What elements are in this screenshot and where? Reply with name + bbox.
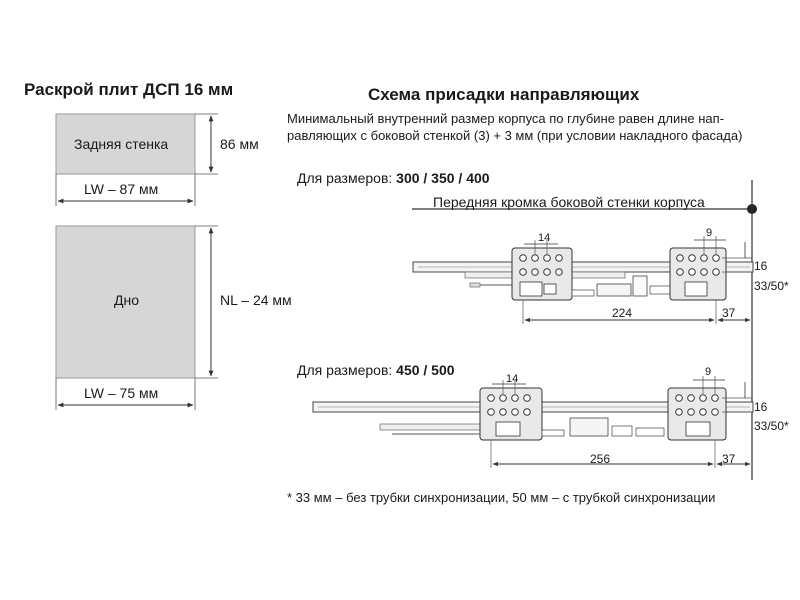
drilling-description: Минимальный внутренний размер корпуса по…: [287, 111, 743, 143]
back-panel-label: Задняя стенка: [74, 136, 169, 152]
section1-dim-14: 14: [538, 232, 551, 244]
section2-dim-33-50: 33/50*: [754, 419, 789, 433]
section2-prefix: Для размеров:: [297, 362, 397, 378]
bottom-panel-width-dim: LW – 75 мм: [84, 385, 159, 401]
rail-drawing-2: [312, 376, 754, 468]
section1-prefix: Для размеров:: [297, 170, 397, 186]
back-panel-width-dim: LW – 87 мм: [84, 181, 159, 197]
section2-heading: Для размеров: 450 / 500: [297, 362, 455, 378]
section2-dim-16: 16: [754, 400, 768, 414]
section2-dim-9: 9: [705, 366, 712, 378]
bottom-panel-height-dim: NL – 24 мм: [220, 292, 292, 308]
drilling-scheme-title: Схема присадки направляющих: [368, 85, 640, 104]
back-panel-height-dim: 86 мм: [220, 136, 259, 152]
section2-dim-256: 256: [590, 452, 611, 466]
section1-dim-33-50: 33/50*: [754, 279, 789, 293]
section1-sizes: 300 / 350 / 400: [396, 170, 490, 186]
footnote: * 33 мм – без трубки синхронизации, 50 м…: [287, 490, 716, 505]
rail-drawing-1: [412, 236, 754, 324]
section2-dim-37: 37: [722, 452, 736, 466]
section1-heading: Для размеров: 300 / 350 / 400: [297, 170, 490, 186]
bottom-panel-rect: [55, 225, 196, 379]
bottom-panel-label: Дно: [114, 292, 139, 308]
back-panel-rect: [55, 113, 196, 175]
section2-dim-14: 14: [506, 373, 519, 385]
section2-sizes: 450 / 500: [396, 362, 455, 378]
section1-dim-37: 37: [722, 306, 736, 320]
section1-dim-9: 9: [706, 227, 713, 239]
section1-dim-224: 224: [612, 306, 633, 320]
cutting-title: Раскрой плит ДСП 16 мм: [24, 80, 234, 99]
section1-dim-16: 16: [754, 259, 768, 273]
front-edge-label: Передняя кромка боковой стенки корпуса: [433, 194, 705, 210]
